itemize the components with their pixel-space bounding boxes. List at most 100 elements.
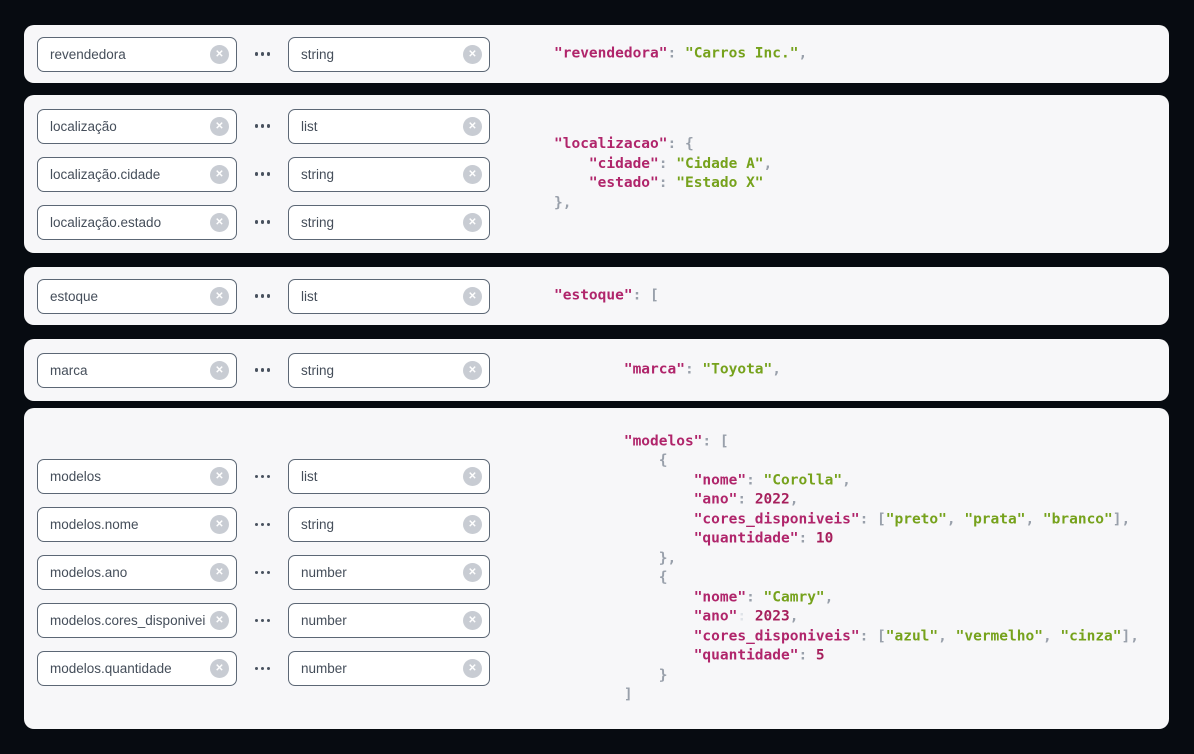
field-type-input[interactable] — [289, 46, 463, 62]
field-name-input[interactable] — [38, 166, 210, 182]
json-line: "cores_disponiveis": ["preto", "prata", … — [554, 510, 1139, 530]
field-name-input[interactable] — [38, 517, 210, 532]
field-type-input[interactable] — [289, 661, 463, 676]
field-options-button[interactable] — [237, 474, 288, 479]
card-localizacao: ✕✕✕✕✕✕"localizacao": { "cidade": "Cidade… — [24, 95, 1169, 253]
clear-field-name-icon[interactable]: ✕ — [210, 212, 229, 232]
clear-field-name-icon[interactable]: ✕ — [210, 116, 229, 136]
field-name-box: ✕ — [37, 603, 237, 638]
field-type-input[interactable] — [289, 517, 463, 532]
clear-field-type-icon[interactable]: ✕ — [463, 467, 482, 486]
clear-field-type-icon[interactable]: ✕ — [463, 286, 482, 306]
field-name-input[interactable] — [38, 46, 210, 62]
json-line: "estado": "Estado X" — [554, 174, 772, 194]
json-token-pun: : — [737, 491, 755, 508]
more-options-dot-icon — [260, 172, 265, 176]
json-token-pun: ], — [1112, 511, 1131, 527]
json-token-pun: : — [798, 530, 816, 547]
field-type-input[interactable] — [289, 613, 463, 628]
field-type-input[interactable] — [289, 565, 463, 580]
clear-field-type-icon[interactable]: ✕ — [463, 659, 482, 678]
field-name-input[interactable] — [38, 613, 210, 628]
json-token-pun: , — [798, 45, 808, 62]
more-options-dot-icon — [260, 666, 265, 671]
clear-field-type-icon[interactable]: ✕ — [463, 164, 482, 184]
clear-field-name-icon[interactable]: ✕ — [210, 286, 229, 306]
field-name-box: ✕ — [37, 459, 237, 494]
clear-field-name-icon[interactable]: ✕ — [210, 164, 229, 184]
field-type-input[interactable] — [289, 362, 463, 378]
json-preview: "revendedora": "Carros Inc.", — [554, 44, 807, 64]
more-options-dot-icon — [260, 618, 265, 623]
json-token-pun: , — [938, 628, 956, 644]
more-options-dot-icon — [266, 52, 271, 56]
clear-field-type-icon[interactable]: ✕ — [463, 44, 482, 64]
more-options-dot-icon — [260, 368, 265, 372]
clear-field-name-icon[interactable]: ✕ — [210, 659, 229, 678]
field-name-input[interactable] — [38, 288, 210, 304]
json-token-pun: : [ — [702, 433, 729, 449]
clear-field-type-icon[interactable]: ✕ — [463, 563, 482, 582]
field-options-button[interactable] — [237, 570, 288, 575]
json-token-pun: { — [658, 569, 668, 586]
field-name-input[interactable] — [38, 469, 210, 484]
json-line: "quantidade": 5 — [554, 647, 1139, 667]
clear-field-name-icon[interactable]: ✕ — [210, 467, 229, 486]
json-token-pun-faded: : — [737, 608, 755, 625]
field-type-box: ✕ — [288, 352, 490, 388]
json-line: ] — [554, 686, 1139, 706]
field-options-button[interactable] — [237, 522, 288, 527]
json-line: "nome": "Camry", — [554, 588, 1139, 608]
field-options-button[interactable] — [237, 666, 288, 671]
field-options-button[interactable] — [237, 294, 288, 298]
clear-field-type-icon[interactable]: ✕ — [463, 116, 482, 136]
json-line: { — [554, 569, 1139, 589]
field-options-button[interactable] — [237, 172, 288, 176]
more-options-dot-icon — [266, 220, 271, 224]
field-type-box: ✕ — [288, 603, 490, 638]
json-token-str: "branco" — [1042, 511, 1113, 527]
field-row: ✕✕ — [37, 156, 490, 192]
field-type-input[interactable] — [289, 469, 463, 484]
field-rows: ✕✕✕✕✕✕ — [37, 108, 490, 240]
clear-field-name-icon[interactable]: ✕ — [210, 360, 229, 380]
card-estoque: ✕ ✕ "estoque": [ — [24, 267, 1169, 325]
field-name-input[interactable] — [38, 661, 210, 676]
field-options-button[interactable] — [237, 220, 288, 224]
field-options-button[interactable] — [237, 52, 288, 56]
clear-field-type-icon[interactable]: ✕ — [463, 611, 482, 630]
field-type-box: ✕ — [288, 156, 490, 192]
field-type-input[interactable] — [289, 166, 463, 182]
json-token-num: 10 — [815, 530, 834, 547]
json-token-str: "Estado X" — [676, 175, 764, 191]
more-options-dot-icon — [260, 294, 265, 298]
field-name-input[interactable] — [38, 118, 210, 134]
clear-field-name-icon[interactable]: ✕ — [210, 611, 229, 630]
more-options-dot-icon — [266, 474, 271, 479]
clear-field-name-icon[interactable]: ✕ — [210, 515, 229, 534]
clear-field-name-icon[interactable]: ✕ — [210, 44, 229, 64]
field-name-input[interactable] — [38, 362, 210, 378]
clear-field-name-icon[interactable]: ✕ — [210, 563, 229, 582]
json-token-key: "ano" — [693, 491, 738, 508]
field-name-input[interactable] — [38, 214, 210, 230]
json-line: "marca": "Toyota", — [554, 360, 781, 380]
field-options-button[interactable] — [237, 124, 288, 128]
clear-field-type-icon[interactable]: ✕ — [463, 515, 482, 534]
json-token-key: "nome" — [693, 472, 747, 488]
field-type-input[interactable] — [289, 118, 463, 134]
field-name-box: ✕ — [37, 555, 237, 590]
json-token-key: "ano" — [693, 608, 738, 625]
field-type-input[interactable] — [289, 288, 463, 304]
card-marca: ✕ ✕ "marca": "Toyota", — [24, 339, 1169, 401]
field-options-button[interactable] — [237, 618, 288, 623]
field-type-input[interactable] — [289, 214, 463, 230]
json-token-pun: : — [667, 45, 685, 62]
json-line: "cidade": "Cidade A", — [554, 155, 772, 175]
field-options-button[interactable] — [237, 368, 288, 372]
json-line: "estoque": [ — [554, 286, 659, 306]
clear-field-type-icon[interactable]: ✕ — [463, 212, 482, 232]
clear-field-type-icon[interactable]: ✕ — [463, 360, 482, 380]
json-token-pun: , — [824, 589, 834, 605]
field-name-input[interactable] — [38, 565, 210, 580]
